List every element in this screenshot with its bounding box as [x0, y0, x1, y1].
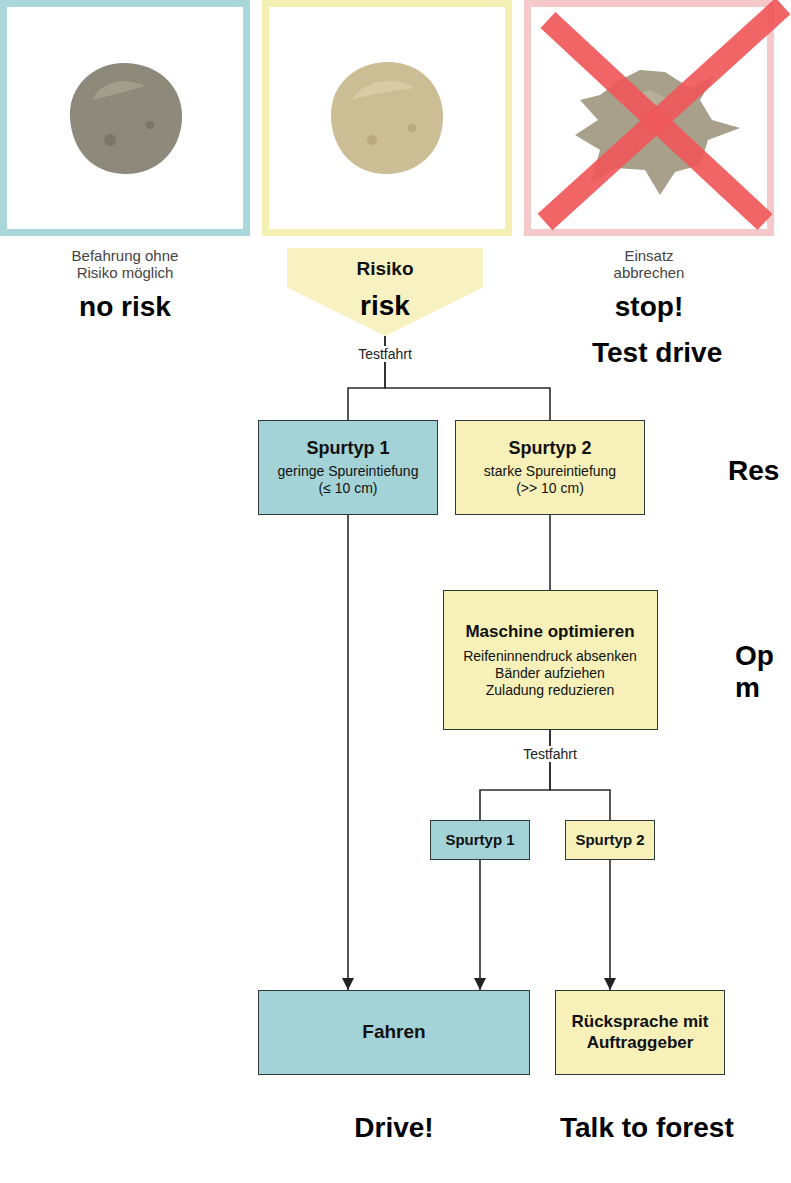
arrow-fill — [287, 248, 483, 336]
connector-line — [480, 730, 550, 820]
result-box: Spurtyp 2 starke Spureintiefung (>> 10 cm… — [455, 420, 645, 515]
connector-line — [549, 515, 551, 590]
soil-texture — [104, 134, 116, 146]
soil-texture — [408, 124, 416, 132]
box-heading: Spurtyp 2 — [508, 438, 591, 460]
translation-note: Talk to forest — [560, 1112, 785, 1144]
caption-text: Einsatz abbrechen — [599, 247, 699, 282]
translation-note: Op m — [735, 640, 781, 704]
image-frame — [266, 4, 509, 233]
stop-cross — [545, 6, 783, 222]
image-frame — [4, 4, 247, 233]
box-heading: Spurtyp 2 — [575, 831, 644, 849]
box-heading: Rücksprache mit Auftraggeber — [565, 1012, 715, 1053]
connector-line — [347, 515, 349, 990]
step-label: Testfahrt — [345, 346, 425, 362]
translation-note: no risk — [55, 291, 195, 323]
soil-ball — [70, 63, 182, 174]
translation-note: Res — [728, 455, 788, 487]
outcome-box: Fahren — [258, 990, 530, 1075]
box-text: geringe Spureintiefung (≤ 10 cm) — [273, 463, 423, 497]
stop-cross — [548, 20, 765, 222]
translation-note: risk — [335, 290, 435, 322]
result-box: Spurtyp 2 — [565, 820, 655, 860]
connector-line — [550, 730, 610, 820]
translation-note: Drive! — [299, 1112, 489, 1144]
translation-note: Test drive — [592, 337, 782, 369]
step-label: Testfahrt — [510, 746, 590, 762]
connector-line — [479, 860, 481, 990]
soil-texture — [92, 81, 145, 100]
box-text: starke Spureintiefung (>> 10 cm) — [475, 463, 625, 497]
box-heading: Maschine optimieren — [465, 622, 634, 642]
soil-texture — [146, 121, 154, 129]
process-box: Maschine optimierenReifeninnendruck abse… — [443, 590, 658, 730]
box-text: Reifeninnendruck absenken — [463, 648, 637, 665]
soil-texture — [352, 81, 414, 100]
caption-text: Befahrung ohne Risiko möglich — [55, 247, 195, 282]
connector-line — [609, 860, 611, 990]
translation-note: stop! — [599, 291, 699, 323]
box-heading: Fahren — [362, 1021, 425, 1044]
box-heading: Spurtyp 1 — [445, 831, 514, 849]
box-text: Zuladung reduzieren — [486, 682, 614, 699]
box-heading: Risiko — [356, 258, 413, 281]
soil-ball — [331, 62, 443, 174]
result-box: Spurtyp 1 geringe Spureintiefung (≤ 10 cm… — [258, 420, 438, 515]
outcome-box: Rücksprache mit Auftraggeber — [555, 990, 725, 1075]
soil-texture — [367, 135, 377, 145]
box-text: Bänder aufziehen — [495, 665, 605, 682]
result-box: Spurtyp 1 — [430, 820, 530, 860]
box-heading: Spurtyp 1 — [306, 438, 389, 460]
